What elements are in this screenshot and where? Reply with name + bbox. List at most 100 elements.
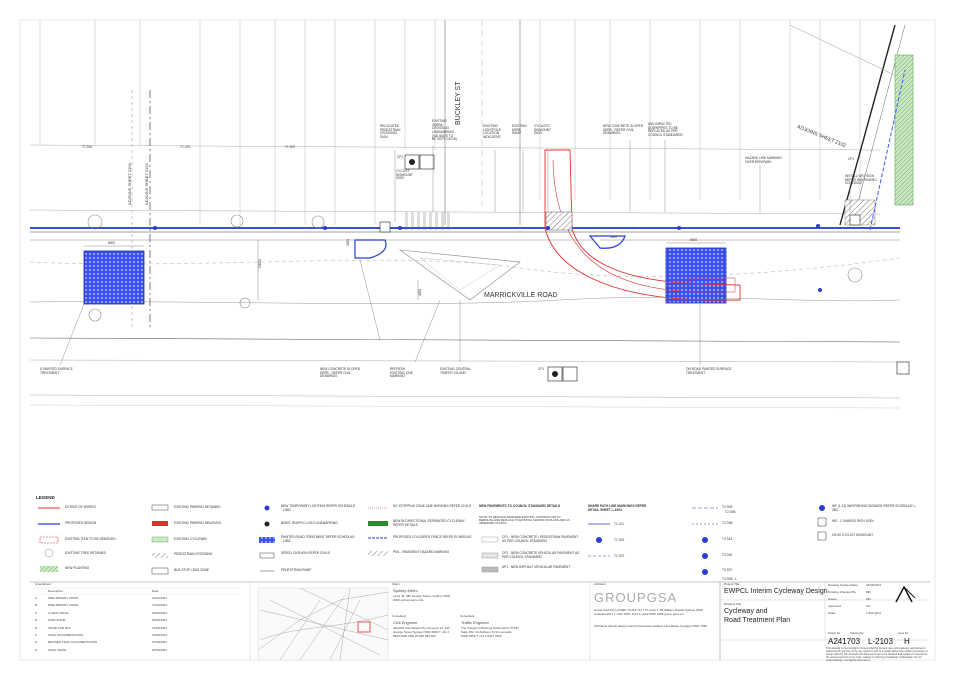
revision-row-5-col-1: FINAL DOCUMENTATION	[48, 633, 84, 637]
issue-number: H	[904, 637, 910, 646]
revision-row-1-col-2: 17/04/2024	[152, 603, 168, 608]
callout-impacted-downpipes: ANY IMPACTED DOWNPIPES TO BE REPLACED AS…	[648, 122, 683, 138]
drawing-title-label: Drawing Title	[724, 602, 742, 606]
sheet-frame	[19, 19, 936, 661]
revision-row-5-col-2: 31/05/2024	[152, 633, 168, 637]
revision-row-4-col-1: ISSUE FOR RFA	[48, 625, 71, 630]
field-label-4: Scale	[828, 611, 836, 615]
legend-col1-item-3: EXISTING TREE RETAINED	[65, 551, 106, 555]
field-label-1: Drawing Checked By	[828, 590, 857, 594]
issue-no-label: Issue No	[898, 632, 909, 635]
callout-wayfinding: INSTALL WF2 SIGN REFER WAYFINDING SCHEDU…	[845, 174, 877, 186]
revision-row-2-col-1: CLIENT ISSUE	[48, 610, 69, 615]
property-boundary	[839, 24, 896, 226]
legend-col2-item-0: EXISTING PARKING RETAINED	[174, 505, 221, 509]
callout-cyclist-dismount-sign: CYCLIST DISMOUNT SIGN	[396, 169, 413, 181]
legend-col8-item-1: WS - 1 SHARED PATH SIGN	[832, 519, 874, 523]
legend-col6-item-1: T1 S01	[614, 538, 625, 542]
legend-col6-item-0: T1 L01	[614, 522, 624, 526]
revision-row-6-col-0: G	[35, 640, 38, 645]
revision-row-0-col-2: 12/04/2024	[152, 596, 168, 600]
painted-surface-treatment-left	[83, 250, 145, 305]
civil-engineer-title: Civil Engineer	[393, 620, 418, 625]
revision-row-4-col-0: E	[35, 625, 38, 630]
field-label-3: Approved	[828, 604, 841, 608]
callout-cyclists-dismount: CYCLISTS DISMOUNT SIGN	[534, 124, 551, 136]
kerb-outstand-right	[588, 235, 626, 249]
callout-refresh-linemarking: REFRESH EXISTING LINE MARKING	[390, 367, 413, 379]
legend-col8-item-0: WF (1-13) WAYFINDING SIGNAGE REFER SCHED…	[832, 504, 917, 512]
drawing-number: L-2103	[868, 637, 893, 646]
callout-onroad-painted: ON-ROAD PAINTED SURFACE TREATMENT	[686, 367, 732, 375]
legend-col3-item-0: NEW TEMPORARY LIGHTING REFER SCHEDULE - …	[281, 504, 356, 512]
legend-col1-item-0: EXTENT OF WORKS	[65, 505, 96, 509]
new-planting-area	[894, 54, 914, 206]
field-label-0: Drawing Created Date	[828, 583, 858, 587]
legend-col1-item-2: EXISTING ITEM TO BE REMOVED	[65, 537, 116, 541]
field-value-3: GS	[866, 604, 871, 608]
legend-col4-item-0: NO STOPPING ZONE LINE MARKING REFER CIVI…	[393, 504, 472, 508]
legend-col6-title: SHARE PATH LINE MARKINGS REFER DETAIL SH…	[588, 504, 647, 512]
callout-central-island: EXISTING CENTRAL TRAFFIC ISLAND	[440, 367, 471, 375]
north-arrow	[895, 585, 916, 603]
project-title-label: Project Title	[724, 582, 740, 586]
legend-col5-item-0: CP1 - NEW CONCRETE / PEDESTRIAN PAVEMENT…	[502, 535, 579, 543]
legend-col7-item-0: T2 D02	[722, 505, 733, 509]
traffic-engineer-title: Traffic Engineer	[461, 620, 490, 625]
sign-label-5: T1 S07	[285, 145, 296, 149]
extent-of-works-turn	[544, 149, 741, 301]
copyright-note: This drawing is the copyright of Group G…	[826, 647, 928, 662]
field-value-2: MD	[866, 597, 871, 601]
legend-col3-item-3: SPEED CUSHION REFER CIVILS	[281, 551, 331, 555]
legend-col1-item-1: PROPOSED DESIGN	[65, 521, 97, 525]
marrickville-road-label: MARRICKVILLE ROAD	[484, 292, 558, 299]
revision-row-4-col-2: 16/05/2024	[152, 625, 168, 630]
callout-existing-zebra: EXISTING ZEBRA CROSSING LINEMARKING (VAL…	[432, 119, 458, 142]
legend-col5-item-1: CP2 - NEW CONCRETE VEHICULAR PAVEMENT AS…	[502, 551, 580, 559]
field-value-0: 20/06/2024	[866, 583, 882, 587]
revision-header-amendment: Amendment	[35, 582, 52, 586]
legend-title: LEGEND	[36, 495, 55, 500]
revision-row-3-col-0: D	[35, 618, 38, 623]
painted-surface-treatment-right	[665, 247, 727, 304]
leader-lines	[59, 140, 851, 366]
revision-row-7-col-0: H	[35, 647, 38, 652]
callout-painted-surface: D PAINTED SURFACE TREATMENT	[40, 367, 73, 375]
legend-col2-item-4: BUS STOP / BUS ZONE	[174, 568, 209, 572]
revision-row-1-col-1: PRELIMINARY ISSUE	[48, 603, 79, 608]
revision-row-1-col-0: B	[35, 603, 38, 608]
project-number: A241703	[828, 637, 861, 646]
consultant-label-1: Consultant	[392, 614, 407, 618]
revision-header-date: Date	[152, 589, 159, 593]
field-value-4: 1:250 @A1	[866, 611, 882, 615]
dim-8000: 8000	[108, 241, 116, 245]
legend-col4-item-3: PM1 - PAVEMENT HAZARD MARKING	[393, 550, 450, 554]
legend-col2-item-3: PEDESTRIAN CROSSING	[174, 552, 213, 556]
sign-label-4: T1 CP1	[180, 145, 191, 149]
callout-new-kerb: NEW CONCRETE SLOPED KERB - REFER CIVIL D…	[603, 124, 644, 136]
revision-row-2-col-0: C	[35, 610, 38, 615]
drawing-title-line1: Cycleway and	[724, 608, 768, 615]
legend-col5-note: NOTE: TO REPLACE DAMAGED EXISTING. CONTR…	[479, 515, 570, 526]
legend-col7-item-5: T3 D05 - L	[722, 577, 738, 581]
central-traffic-island	[398, 249, 521, 301]
sign-label-1: CP1	[397, 155, 404, 159]
legend-col5-item-2: AP1 - NEW ASPHALT VEHICULAR PAVEMENT	[502, 565, 571, 569]
legend-col2-item-2: EXISTING CYCLEWAY	[174, 537, 208, 541]
architect-note: Architects (Harris design intent) Nomina…	[594, 624, 707, 628]
sign-posts	[153, 224, 822, 292]
legend-col7-item-3: T3 D01	[722, 553, 733, 557]
field-value-1: MR	[866, 590, 871, 594]
sign-label-3: CP1	[538, 367, 545, 371]
legend-col5-title: NEW PAVEMENTS TO COUNCIL STANDARD DETAIL…	[479, 504, 561, 508]
dim-9000: 9000	[690, 238, 698, 242]
callout-new-concrete-outstand: NEW CONCRETE SLOPED KERB - REFER CIVIL D…	[320, 367, 361, 379]
revision-row-5-col-0: F	[35, 633, 37, 637]
architect-label: Architect	[594, 582, 606, 586]
legend-col4-item-1: NEW BI-DIRECTIONAL SEPARATED CYCLEWAY RE…	[393, 519, 465, 527]
revision-row-7-col-1: FINAL ISSUE	[48, 647, 67, 652]
